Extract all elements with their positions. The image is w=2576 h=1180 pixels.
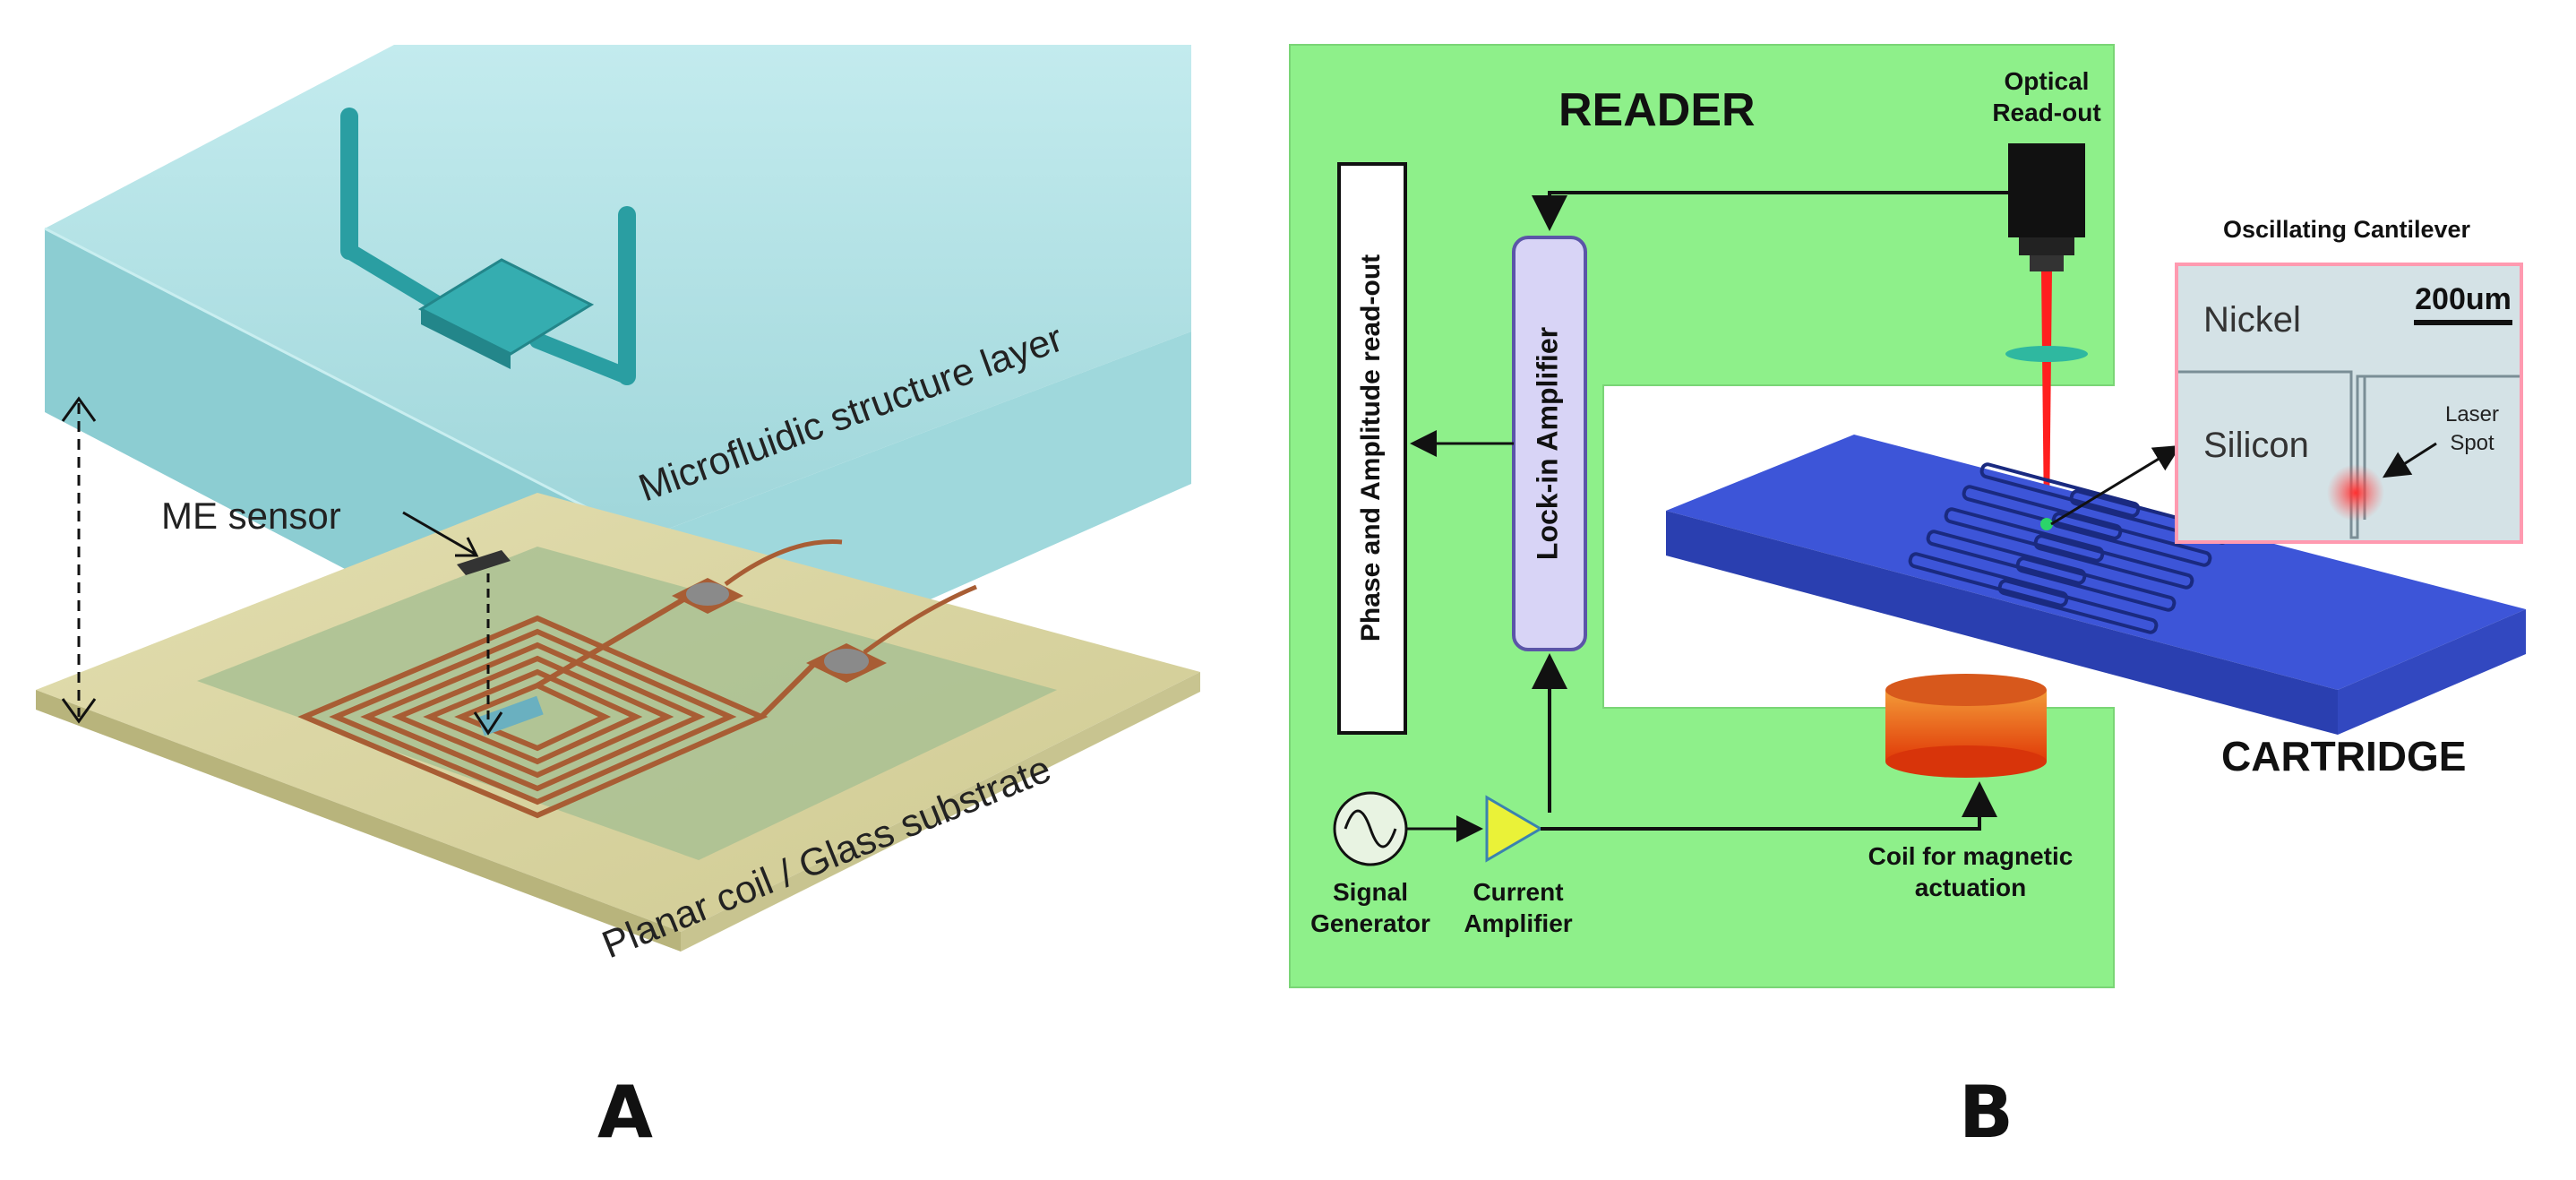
lockin-amplifier-label: Lock-in Amplifier [1531, 327, 1563, 560]
laser-spot-arrow [2382, 442, 2437, 478]
inset-micrograph [2175, 263, 2523, 544]
optical-label-line1: Optical [2005, 67, 2090, 95]
assembly-arrows [61, 396, 503, 736]
label-me-sensor: ME sensor [161, 495, 341, 537]
cartridge-label: CARTRIDGE [2221, 733, 2466, 779]
inset-nickel-label: Nickel [2203, 300, 2301, 340]
coil-label-line2: actuation [1915, 874, 2026, 901]
laser-spot-glow [2327, 464, 2384, 521]
current-amplifier-icon [1485, 795, 1543, 863]
coil-label-line1: Coil for magnetic [1868, 842, 2074, 870]
me-sensor-chip [457, 550, 511, 575]
contact-pads [672, 539, 977, 683]
lens-icon [2005, 346, 2088, 362]
zoom-arrow [2050, 444, 2182, 526]
signal-generator-line2: Generator [1310, 909, 1430, 937]
panel-b: READER Optical Read-out Lock-in Amplifie… [1281, 36, 2544, 995]
panel-a: Microfluidic structure layer ME sensor P… [36, 36, 1200, 995]
panel-a-letter: A [597, 1071, 653, 1154]
optical-label-line2: Read-out [1992, 99, 2100, 126]
reader-label: READER [1558, 84, 1756, 136]
current-amplifier-line1: Current [1473, 878, 1563, 906]
inset-silicon-label: Silicon [2203, 426, 2309, 465]
camera-icon [2008, 143, 2085, 271]
signal-generator-line1: Signal [1333, 878, 1408, 906]
panel-b-letter: B [1959, 1071, 2014, 1154]
panel-b-diagram: READER Optical Read-out Lock-in Amplifie… [1289, 44, 2526, 988]
inset-scale-label: 200um [2415, 282, 2512, 316]
phase-amplitude-label: Phase and Amplitude read-out [1356, 254, 1386, 642]
current-amplifier-line2: Amplifier [1464, 909, 1572, 937]
amplifier-to-coil-arrow [1541, 781, 1997, 831]
inset-laser-line1: Laser [2445, 402, 2499, 426]
planar-coil [297, 593, 818, 819]
laser-target-dot [2040, 518, 2053, 530]
phase-amplitude-box [1337, 162, 1407, 735]
camera-to-lockin-arrow [1532, 191, 2008, 231]
inset-laser-line2: Spot [2450, 431, 2494, 455]
inset-title: Oscillating Cantilever [2223, 216, 2471, 243]
microfluidic-channels [340, 108, 636, 385]
coil-actuator-icon [1885, 674, 2047, 778]
laser-beam [2041, 271, 2052, 520]
panel-a-diagram: Microfluidic structure layer ME sensor P… [36, 36, 1200, 995]
glass-substrate [36, 493, 1200, 952]
